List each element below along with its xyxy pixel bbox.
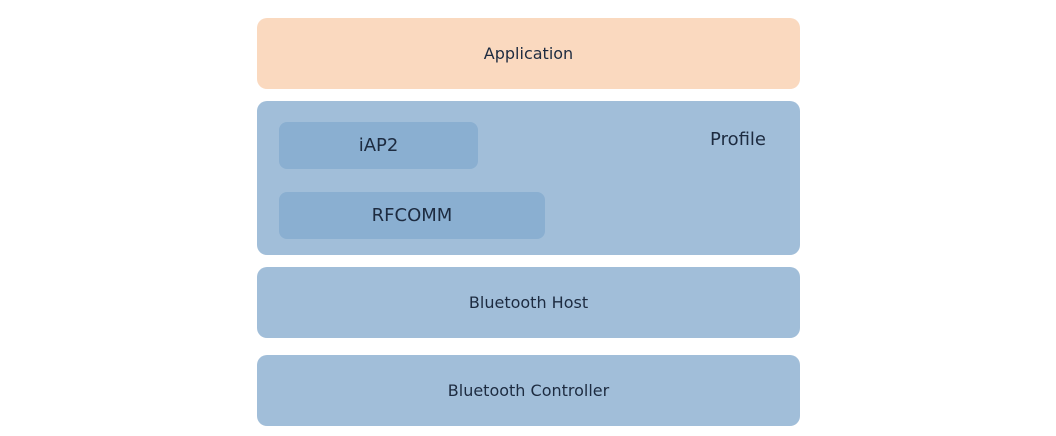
profile-layer: Profile iAP2 RFCOMM <box>257 101 800 255</box>
bluetooth-host-label: Bluetooth Host <box>468 293 589 312</box>
bluetooth-host-layer: Bluetooth Host <box>257 267 800 338</box>
rfcomm-label: RFCOMM <box>371 205 453 226</box>
bluetooth-controller-layer: Bluetooth Controller <box>257 355 800 426</box>
iap2-box: iAP2 <box>279 122 478 169</box>
application-label: Application <box>483 44 574 63</box>
rfcomm-box: RFCOMM <box>279 192 545 239</box>
bluetooth-controller-label: Bluetooth Controller <box>447 381 610 400</box>
iap2-label: iAP2 <box>358 135 399 156</box>
application-layer: Application <box>257 18 800 89</box>
profile-label: Profile <box>710 129 766 150</box>
